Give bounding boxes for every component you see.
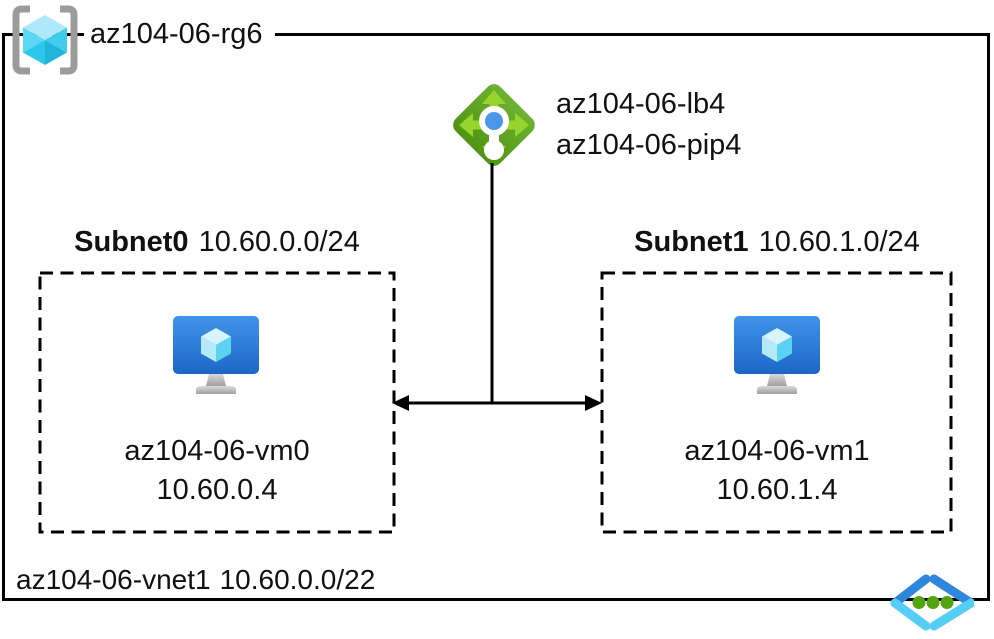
resource-group-icon xyxy=(12,5,78,75)
vnet-cidr: 10.60.0.0/22 xyxy=(219,564,376,595)
subnet0-name: Subnet0 xyxy=(74,226,189,258)
load-balancer-name: az104-06-lb4 xyxy=(556,88,726,120)
subnet1-name: Subnet1 xyxy=(634,226,749,258)
virtual-machine-icon xyxy=(734,316,820,394)
subnet1-label: Subnet1 10.60.1.0/24 xyxy=(600,220,954,264)
vm1-name: az104-06-vm1 xyxy=(684,435,870,467)
vnet-label: az104-06-vnet1 10.60.0.0/22 xyxy=(16,562,375,598)
subnet0-label: Subnet0 10.60.0.0/24 xyxy=(38,220,396,264)
subnet0-cidr: 10.60.0.0/24 xyxy=(198,226,360,258)
vnet-name: az104-06-vnet1 xyxy=(16,564,211,595)
subnet1-cidr: 10.60.1.0/24 xyxy=(758,226,920,258)
public-ip-name: az104-06-pip4 xyxy=(556,129,742,161)
load-balancer-labels: az104-06-lb4 az104-06-pip4 xyxy=(556,84,741,166)
subnet1-boundary xyxy=(600,271,953,534)
resource-group-label: az104-06-rg6 xyxy=(84,15,275,53)
vm0-name: az104-06-vm0 xyxy=(124,435,310,467)
virtual-network-icon xyxy=(890,574,974,631)
vm0-ip: 10.60.0.4 xyxy=(156,474,278,506)
vm1-ip: 10.60.1.4 xyxy=(716,474,838,506)
subnet0-boundary xyxy=(38,271,396,534)
resource-group-boundary xyxy=(2,33,990,601)
vm0-labels: az104-06-vm0 10.60.0.4 xyxy=(38,432,396,510)
load-balancer-icon xyxy=(453,84,535,166)
virtual-machine-icon xyxy=(173,316,259,394)
vm1-labels: az104-06-vm1 10.60.1.4 xyxy=(600,432,954,510)
connector-arrows xyxy=(392,163,602,411)
